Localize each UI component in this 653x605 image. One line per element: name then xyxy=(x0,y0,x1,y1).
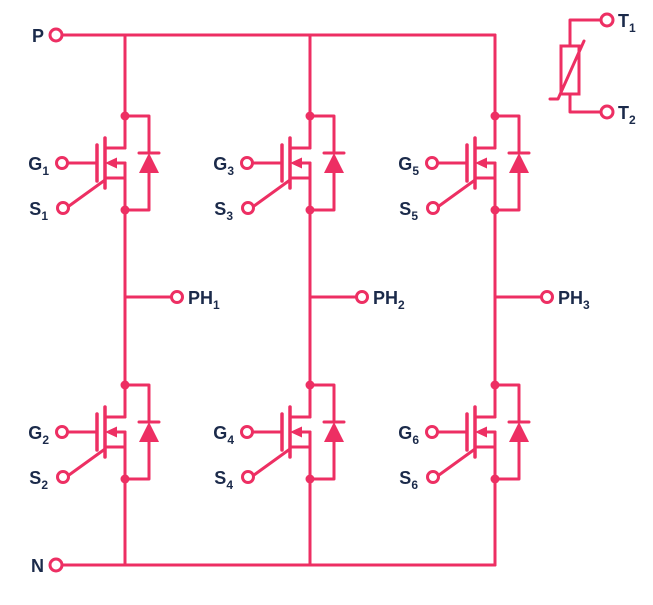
ph3-terminal-circle xyxy=(540,290,554,304)
t1-label: T1 xyxy=(618,11,636,35)
s1-label: S1 xyxy=(29,199,48,223)
s4-label: S4 xyxy=(214,468,233,492)
s2-label: S2 xyxy=(29,468,48,492)
g1-label: G1 xyxy=(28,154,49,178)
g3-label: G3 xyxy=(213,154,234,178)
mosfet-q2 xyxy=(54,378,161,486)
n-rail-label: N xyxy=(31,556,44,576)
ph1-label: PH1 xyxy=(188,288,220,312)
phase-outputs xyxy=(123,290,554,304)
g4-label: G4 xyxy=(213,423,234,447)
g6-label: G6 xyxy=(398,423,419,447)
g5-label: G5 xyxy=(398,154,419,178)
p-rail-label: P xyxy=(32,26,44,46)
mosfet-q4 xyxy=(239,378,346,486)
s6-label: S6 xyxy=(399,468,418,492)
ph2-label: PH2 xyxy=(373,288,405,312)
ph2-terminal-circle xyxy=(355,290,369,304)
thermistor-bottom-wire xyxy=(568,92,603,114)
dc-bus-rails xyxy=(48,27,497,573)
t1-terminal-circle xyxy=(599,12,615,28)
mosfet-q6 xyxy=(424,378,531,486)
thermistor xyxy=(548,12,615,120)
ph1-terminal-circle xyxy=(170,290,184,304)
p-terminal-circle xyxy=(48,27,64,43)
t2-label: T2 xyxy=(618,103,636,127)
ph3-label: PH3 xyxy=(558,288,590,312)
thermistor-top-wire xyxy=(568,18,603,48)
s3-label: S3 xyxy=(214,199,233,223)
s5-label: S5 xyxy=(399,199,418,223)
g2-label: G2 xyxy=(28,423,49,447)
mosfet-q3 xyxy=(239,109,346,217)
n-terminal-circle xyxy=(48,557,64,573)
mosfet-q5 xyxy=(424,109,531,217)
mosfet-q1 xyxy=(54,109,161,217)
thermistor-diagonal xyxy=(548,39,586,101)
t2-terminal-circle xyxy=(599,104,615,120)
